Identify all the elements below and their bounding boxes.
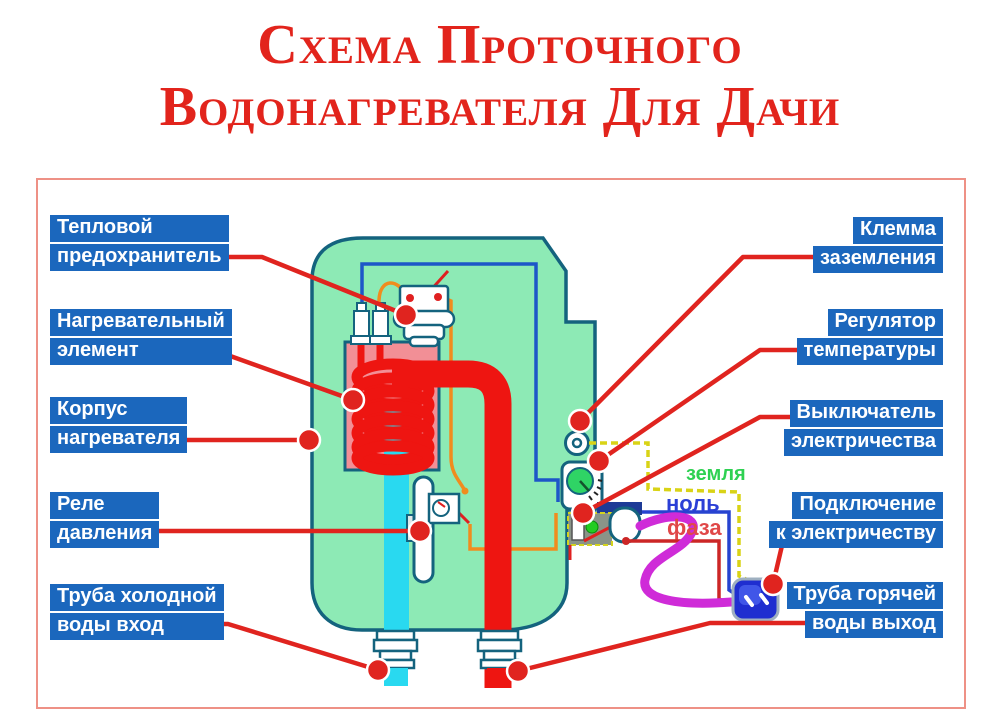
label-hot-water-pipe: Труба горячей воды выход [786,582,943,638]
callout-dots [296,302,786,684]
power-cable [635,512,736,608]
hot-pipe-outlet [487,668,511,688]
label-power-switch: Выключатель электричества [784,400,943,456]
wire-joint [461,487,469,495]
page-title: Схема проточного водонагревателя для дач… [0,14,1000,138]
label-temperature-regulator: Регулятор температуры [796,309,943,365]
wire-label-neutral: ноль [666,491,720,516]
label-pressure-relay: Реле давления [50,492,160,548]
title-line-1: Схема проточного [257,14,743,76]
label-cold-water-pipe: Труба холодной воды вход [50,584,224,640]
title-line-2: водонагревателя для дачи [159,76,841,138]
cold-pipe-outlet [384,668,408,686]
label-ground-terminal: Клемма заземления [813,217,943,273]
internal-wire [360,262,560,502]
label-thermal-fuse: Тепловой предохранитель [50,215,229,271]
label-heating-element: Нагревательный элемент [50,309,232,365]
wire-label-ground: земля [686,463,746,485]
wire-label-phase: фаза [667,515,722,540]
cold-pipe-fitting [372,629,419,670]
hot-pipe [392,360,512,688]
ground-wire [589,441,756,585]
label-heater-body: Корпус нагревателя [50,397,188,453]
ground-terminal [564,430,590,456]
phase-joint [622,537,630,545]
label-power-connection: Подключение к электричеству [768,492,943,548]
callout-lines [148,254,819,674]
